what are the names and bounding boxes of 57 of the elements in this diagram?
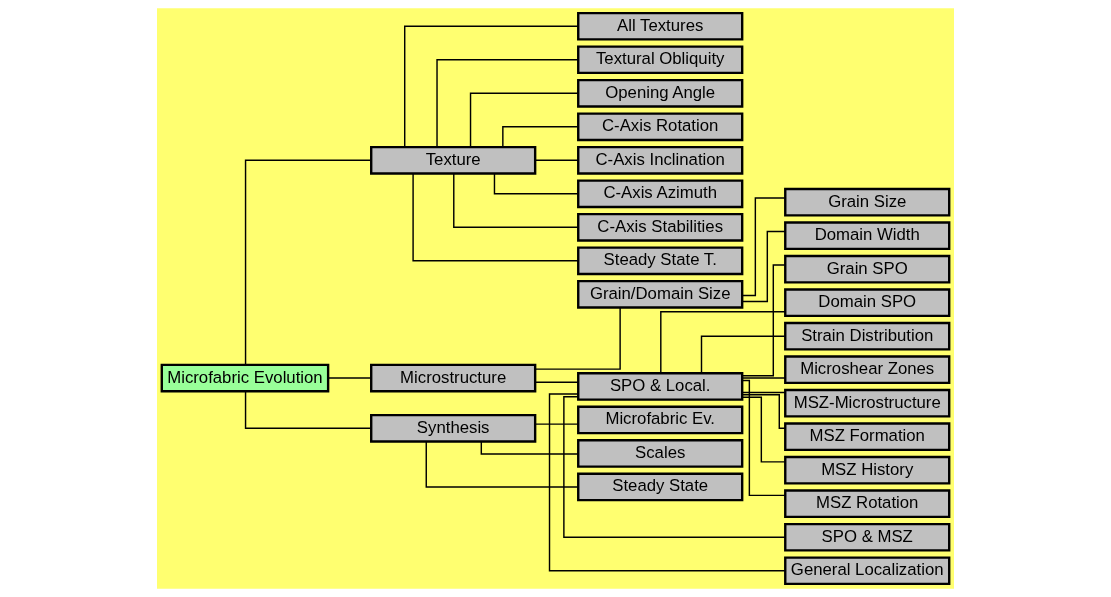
node-box: Microfabric Ev. (577, 405, 744, 435)
connector (741, 197, 786, 297)
connector (741, 391, 786, 394)
node-box: C-Axis Azimuth (577, 179, 744, 209)
node-box: C-Axis Stabilities (577, 212, 744, 242)
connector (548, 393, 786, 572)
node-box: Grain Size (784, 187, 951, 217)
node-box: Domain Width (784, 221, 951, 251)
node-box: Scales (577, 439, 744, 468)
connector (534, 381, 579, 383)
connector (425, 441, 579, 488)
connector (327, 377, 372, 379)
node-box: C-Axis Rotation (577, 112, 744, 142)
connector (534, 423, 579, 425)
node-box: Steady State T. (577, 246, 744, 276)
node-box: All Textures (577, 11, 744, 41)
connector (244, 390, 372, 430)
connector (741, 379, 786, 497)
connector (741, 396, 786, 463)
connector (404, 25, 579, 148)
node-box: Steady State (577, 472, 744, 502)
connector (534, 306, 621, 370)
connector (563, 396, 786, 538)
node-box: MSZ History (784, 455, 951, 485)
node-box: Microstructure (370, 363, 537, 393)
connector (493, 172, 579, 195)
connector (741, 264, 786, 377)
node-box: SPO & MSZ (784, 522, 951, 552)
connector (244, 159, 372, 366)
node-box: C-Axis Inclination (577, 145, 744, 175)
connector (741, 377, 786, 379)
node-box: SPO & Local. (577, 372, 744, 401)
connector (480, 440, 579, 455)
node-box: Grain/Domain Size (577, 279, 744, 309)
node-box: Microshear Zones (784, 355, 951, 385)
node-box: General Localization (784, 556, 951, 586)
node-box: Microfabric Evolution (160, 363, 330, 393)
connector (741, 230, 786, 303)
node-box: MSZ Rotation (784, 489, 951, 519)
node-box: MSZ-Microstructure (784, 388, 951, 418)
node-box: Strain Distribution (784, 321, 951, 351)
connector (412, 173, 579, 262)
node-box: Textural Obliquity (577, 45, 744, 75)
connector (502, 126, 579, 148)
connector (469, 92, 579, 148)
node-box: Domain SPO (784, 288, 951, 318)
node-box: Opening Angle (577, 78, 744, 108)
connector (660, 310, 786, 374)
node-box: Synthesis (370, 414, 537, 443)
connector (700, 335, 786, 374)
node-box: MSZ Formation (784, 422, 951, 452)
connector (741, 394, 786, 430)
connector (436, 59, 579, 148)
connector (534, 159, 579, 161)
node-box: Texture (370, 145, 537, 175)
connector (453, 172, 579, 228)
node-box: Grain SPO (784, 254, 951, 284)
